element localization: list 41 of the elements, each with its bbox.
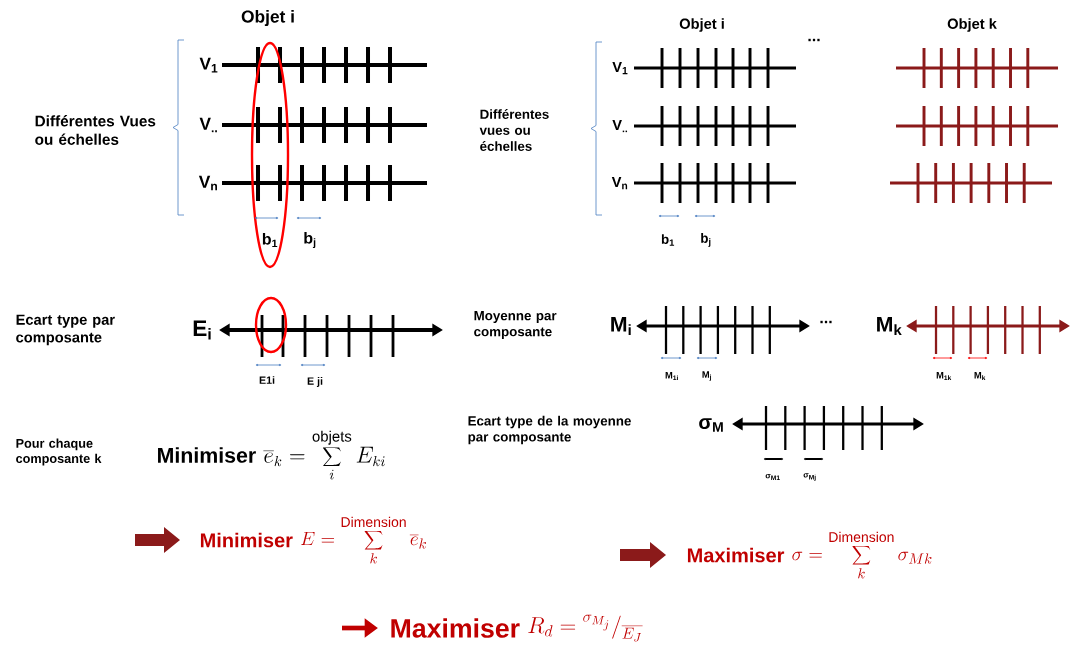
formula: $\sigma = \sum_{k}^{\mathrm{Dimension}} \sigma_{Mk}$ [792,531,932,579]
spacing-label: b$_{1}$ [262,233,278,247]
side-label: Ecart type de la moyenne par composante [468,415,631,445]
side-label: Différentes vues ou échelles [479,109,549,151]
axis-label: E$_{i}$ [193,320,211,340]
formula: $\overline{e}_{k} = \sum_{i}^{\mathrm{objets}} E_{ki}$ [263,430,385,480]
scale-label: V$_{n}$ [198,175,217,191]
heading: Objet i [679,18,724,32]
axis-label: M$_{i}$ [611,316,631,336]
ellipsis: ... [808,38,820,42]
formula: $E = \sum_{k}^{\mathrm{Dimension}} \overline{e}_{k}$ [301,516,426,564]
scale-label: V$_{..}$ [199,117,217,133]
side-label: Moyenne par composante [474,311,557,339]
formula-label: Maximiser [391,618,520,638]
spacing-label: E ji [307,377,323,387]
spacing-label: M$_{k}$ [974,372,986,380]
side-label: Pour chaque composante k [16,438,102,466]
formula-label: Minimiser [200,532,293,548]
spacing-label: M$_{1i}$ [665,372,678,380]
ellipsis: ... [820,320,832,324]
spacing-label: M$_{1k}$ [936,372,952,380]
spacing-label: b$_{j}$ [304,231,316,249]
axis-label: σ$_{M}$ [699,418,723,432]
scale-label: V$_{1}$ [199,57,218,73]
spacing-label: M$_{j}$ [702,371,711,381]
scale-label: V$_{1}$ [612,61,628,75]
side-label: Différentes Vues ou échelles [35,115,156,145]
axis-label: M$_{k}$ [877,316,902,336]
side-label: Ecart type par composante [16,314,115,346]
formula: $R_{d} = {}^{\sigma_{M_j}}\Big/{}_{\overline{E_J}}$ [528,614,643,642]
formula-label: Maximiser [687,547,785,563]
scale-label: V$_{n}$ [611,176,628,190]
heading: Objet k [947,18,997,32]
heading: Objet i [241,9,294,27]
formula-label: Minimiser [158,447,256,463]
spacing-label: b$_{j}$ [701,233,711,247]
spacing-label: b$_{1}$ [661,234,675,246]
spacing-label: E1i [259,376,275,384]
spacing-label: σ$_{M1}$ [765,474,780,481]
scale-label: V$_{..}$ [612,119,628,133]
spacing-label: σ$_{Mj}$ [803,473,816,481]
